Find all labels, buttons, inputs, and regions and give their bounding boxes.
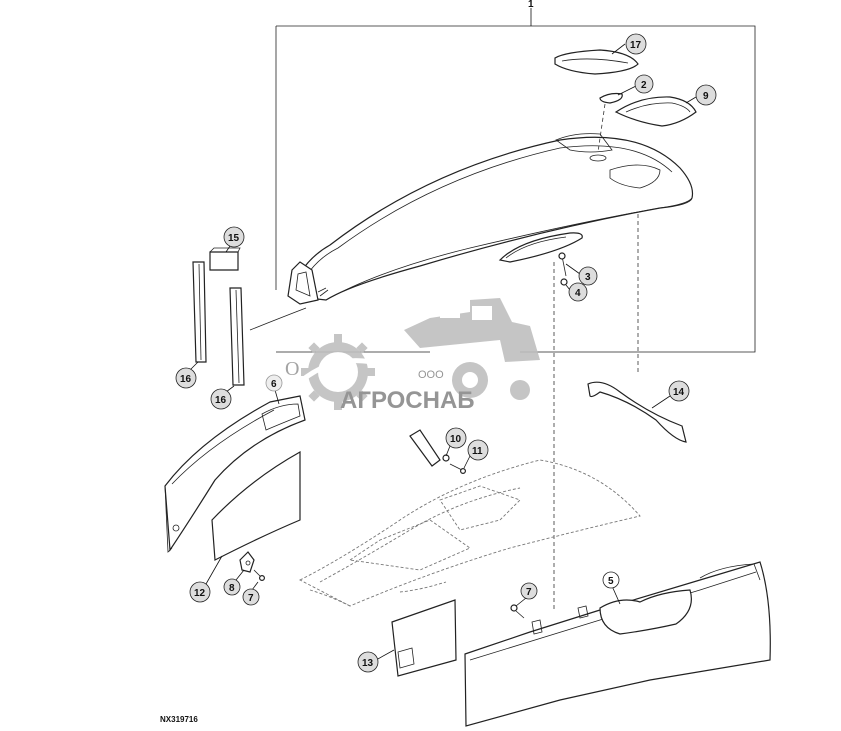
callout-11: 11 — [463, 439, 489, 469]
callout-label: 4 — [575, 288, 581, 299]
part-5-front-panel — [464, 561, 771, 727]
callout-label: 15 — [228, 233, 240, 244]
callout-7-left: 7 — [242, 581, 260, 606]
callout-label: 8 — [229, 583, 235, 594]
part-7-bolt-right — [510, 604, 525, 619]
callout-5: 5 — [602, 571, 621, 605]
callout-label: 10 — [450, 434, 462, 445]
callout-label: 14 — [673, 387, 685, 398]
watermark-logo: ООО АГРОСНАБ О r — [280, 298, 540, 419]
callout-label: 5 — [608, 576, 614, 587]
part-2-clip — [599, 92, 623, 104]
part-14-rail — [587, 381, 687, 443]
callout-3: 3 — [565, 263, 598, 286]
part-3-4-fasteners — [553, 214, 639, 612]
callout-17: 17 — [611, 33, 647, 55]
watermark-prefix: ООО — [418, 369, 444, 381]
callout-6: 6 — [265, 374, 283, 405]
callout-label: 7 — [248, 593, 254, 604]
part-12-plate — [211, 450, 301, 561]
callout-label: 7 — [526, 587, 532, 598]
hood-panel — [287, 133, 694, 305]
callout-label: 16 — [215, 395, 227, 406]
callout-14: 14 — [651, 380, 690, 409]
callout-label: 11 — [472, 446, 483, 457]
part-9-panel — [614, 96, 697, 127]
callout-4: 4 — [565, 282, 588, 302]
part-13-panel — [391, 599, 457, 677]
part-7-bolt-left — [253, 569, 266, 581]
callout-9: 9 — [685, 84, 717, 106]
callout-label: 13 — [362, 658, 374, 669]
callout-label: 3 — [585, 272, 591, 283]
part-15-block — [209, 247, 241, 271]
part-17-cover — [554, 49, 639, 75]
callout-10: 10 — [445, 427, 467, 457]
callout-1: 1 — [528, 0, 534, 26]
cab-frame-outline — [299, 459, 641, 607]
combine-harvester-icon — [404, 298, 540, 400]
watermark-fragment-1: О — [285, 358, 299, 380]
callout-label: 6 — [271, 379, 277, 390]
drawing-code: NX319716 — [160, 715, 198, 724]
part-16-strip-right — [229, 287, 245, 386]
callout-15: 15 — [223, 226, 245, 253]
callout-16-right: 16 — [210, 385, 235, 410]
callout-8: 8 — [223, 569, 245, 596]
callout-label: 12 — [194, 588, 206, 599]
callout-13: 13 — [357, 649, 395, 673]
callout-7-right: 7 — [515, 582, 538, 607]
watermark-brand: АГРОСНАБ — [340, 387, 475, 414]
callout-label: 9 — [703, 91, 709, 102]
callout-label: 1 — [528, 0, 534, 10]
part-6-side-panel — [164, 395, 306, 553]
callout-16-left: 16 — [175, 361, 199, 389]
callout-label: 16 — [180, 374, 192, 385]
part-10-11-fasteners — [409, 429, 467, 475]
gear-icon — [298, 334, 389, 410]
part-8-bracket — [239, 551, 255, 573]
callout-label: 2 — [641, 80, 647, 91]
callout-label: 17 — [630, 40, 642, 51]
part-16-strip-left — [192, 261, 207, 363]
callout-2: 2 — [617, 74, 654, 96]
callout-12: 12 — [189, 555, 223, 603]
